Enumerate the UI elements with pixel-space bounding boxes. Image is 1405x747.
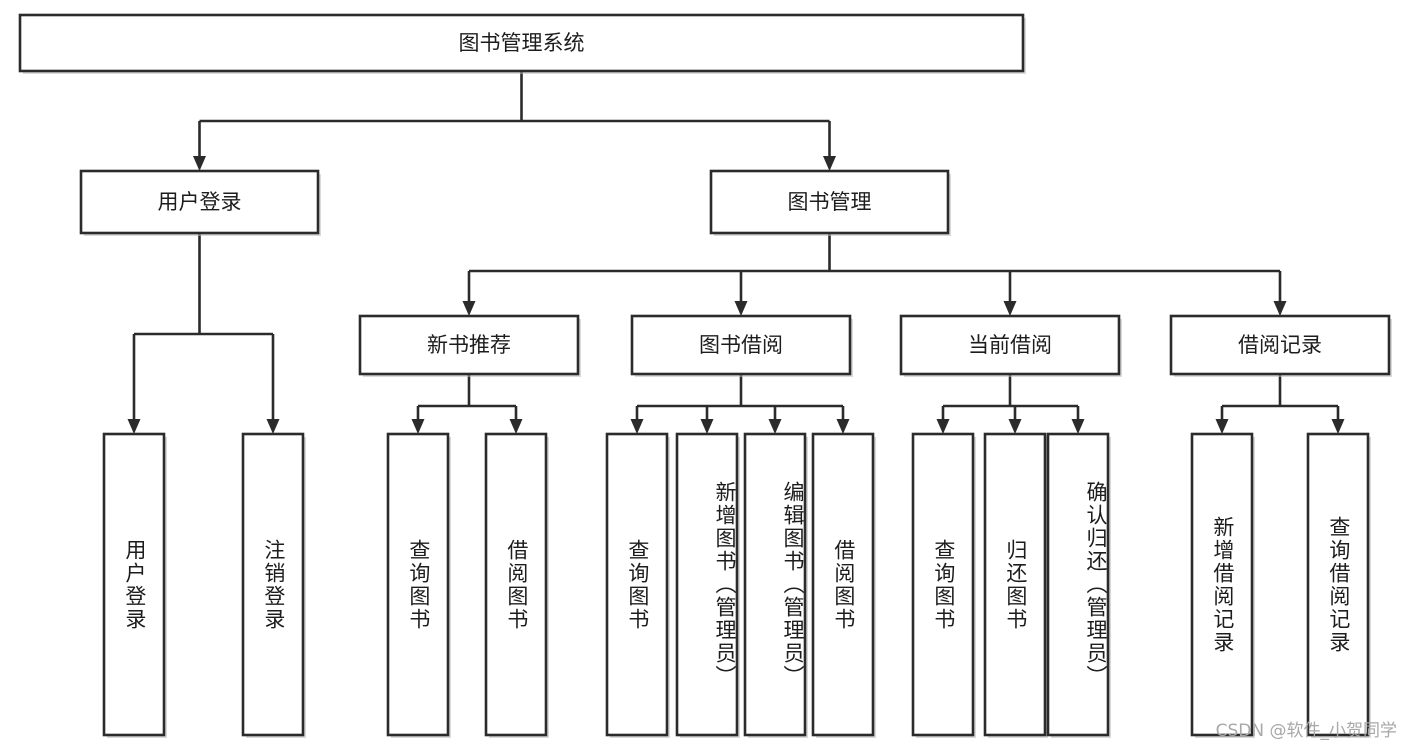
node-book-borrow[interactable] <box>630 314 852 376</box>
node-label-current-borrow: 当前借阅 <box>968 333 1052 357</box>
arrowhead-leaf-confirm-return <box>1071 419 1085 434</box>
arrowhead-leaf-edit-book <box>768 419 782 434</box>
node-leaf-add-record[interactable] <box>1190 432 1254 737</box>
node-leaf-user-login[interactable] <box>102 432 166 737</box>
arrowhead-leaf-query-book-borrow <box>630 419 644 434</box>
node-leaf-confirm-return[interactable] <box>1046 432 1110 737</box>
node-leaf-query-book-cur[interactable] <box>911 432 975 737</box>
arrowhead-leaf-query-book-rec <box>411 419 425 434</box>
node-leaf-logout[interactable] <box>241 432 305 737</box>
node-label-user-login: 用户登录 <box>158 190 242 214</box>
edges-layer <box>127 71 1345 434</box>
node-leaf-edit-book[interactable] <box>743 432 807 737</box>
node-new-book-recommend[interactable] <box>358 314 580 376</box>
node-leaf-add-book[interactable] <box>675 432 739 737</box>
node-book-manage[interactable] <box>709 169 950 235</box>
node-label-book-borrow: 图书借阅 <box>699 333 783 357</box>
arrowhead-book-borrow <box>734 301 748 316</box>
arrowhead-leaf-borrow-book <box>836 419 850 434</box>
node-leaf-query-record[interactable] <box>1306 432 1370 737</box>
node-current-borrow[interactable] <box>899 314 1121 376</box>
arrowhead-leaf-add-record <box>1215 419 1229 434</box>
node-leaf-query-book-borrow[interactable] <box>605 432 669 737</box>
arrowhead-book-manage <box>823 156 836 171</box>
node-leaf-borrow-book-rec[interactable] <box>484 432 548 737</box>
node-leaf-return-book[interactable] <box>983 432 1047 737</box>
arrowhead-leaf-borrow-book-rec <box>509 419 523 434</box>
arrowhead-current-borrow <box>1003 301 1017 316</box>
node-leaf-query-book-rec[interactable] <box>386 432 450 737</box>
node-user-login[interactable] <box>79 169 320 235</box>
csdn-watermark: CSDN @软件_小贺同学 <box>1215 721 1397 741</box>
arrowhead-leaf-query-record <box>1331 419 1345 434</box>
arrowhead-leaf-query-book-cur <box>936 419 950 434</box>
arrowhead-leaf-add-book <box>700 419 714 434</box>
arrowhead-new-book-recommend <box>462 301 476 316</box>
arrowhead-leaf-user-login <box>127 419 141 434</box>
boxes-layer <box>18 13 1392 738</box>
arrowhead-leaf-return-book <box>1008 419 1022 434</box>
node-label-root: 图书管理系统 <box>459 31 585 55</box>
node-label-new-book-recommend: 新书推荐 <box>427 333 511 357</box>
arrowhead-borrow-record <box>1273 301 1287 316</box>
arrowhead-leaf-logout <box>266 419 280 434</box>
node-borrow-record[interactable] <box>1169 314 1391 376</box>
node-root[interactable] <box>18 13 1025 73</box>
node-label-book-manage: 图书管理 <box>788 190 872 214</box>
node-leaf-borrow-book[interactable] <box>811 432 875 737</box>
node-label-borrow-record: 借阅记录 <box>1238 333 1322 357</box>
arrowhead-user-login <box>193 156 206 171</box>
